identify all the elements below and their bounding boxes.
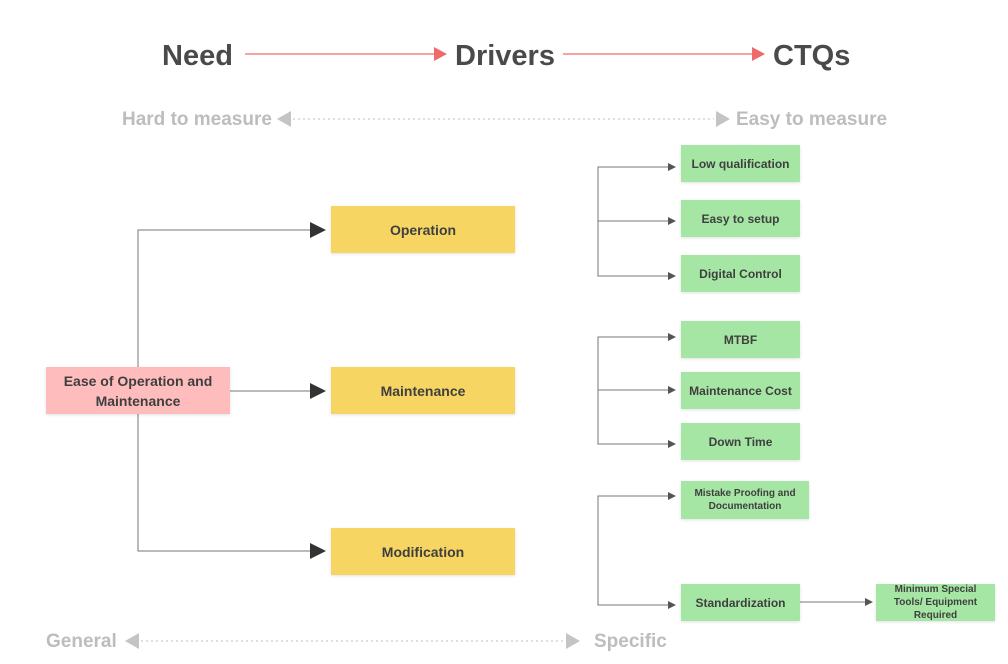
ctq-mtbf: MTBF [681, 321, 800, 358]
driver-to-ctq-connectors [597, 166, 866, 606]
header-flow-arrows [245, 47, 765, 61]
header-ctqs: CTQs [773, 40, 851, 72]
ctq-minimum-special-tools: Minimum Special Tools/ Equipment Require… [876, 584, 995, 621]
measure-scale-arrow [277, 111, 730, 127]
ctq-down-time: Down Time [681, 423, 800, 460]
label-easy-to-measure: Easy to measure [736, 109, 888, 130]
ctq-mistake-proofing: Mistake Proofing and Documentation [681, 481, 809, 519]
driver-arrowheads [310, 222, 326, 559]
label-general: General [46, 631, 117, 652]
ctq-maintenance-cost: Maintenance Cost [681, 372, 800, 409]
header-need: Need [162, 40, 233, 72]
ctq-arrowheads [668, 163, 873, 609]
need-to-driver-connectors [137, 229, 311, 552]
ctq-digital-control: Digital Control [681, 255, 800, 292]
need-node: Ease of Operation and Maintenance [46, 367, 230, 414]
driver-operation: Operation [331, 206, 515, 253]
specificity-scale-arrow [125, 633, 580, 649]
label-hard-to-measure: Hard to measure [122, 109, 272, 130]
driver-maintenance: Maintenance [331, 367, 515, 414]
header-drivers: Drivers [455, 40, 555, 72]
ctq-low-qualification: Low qualification [681, 145, 800, 182]
label-specific: Specific [594, 631, 667, 652]
driver-modification: Modification [331, 528, 515, 575]
ctq-easy-to-setup: Easy to setup [681, 200, 800, 237]
ctq-standardization: Standardization [681, 584, 800, 621]
